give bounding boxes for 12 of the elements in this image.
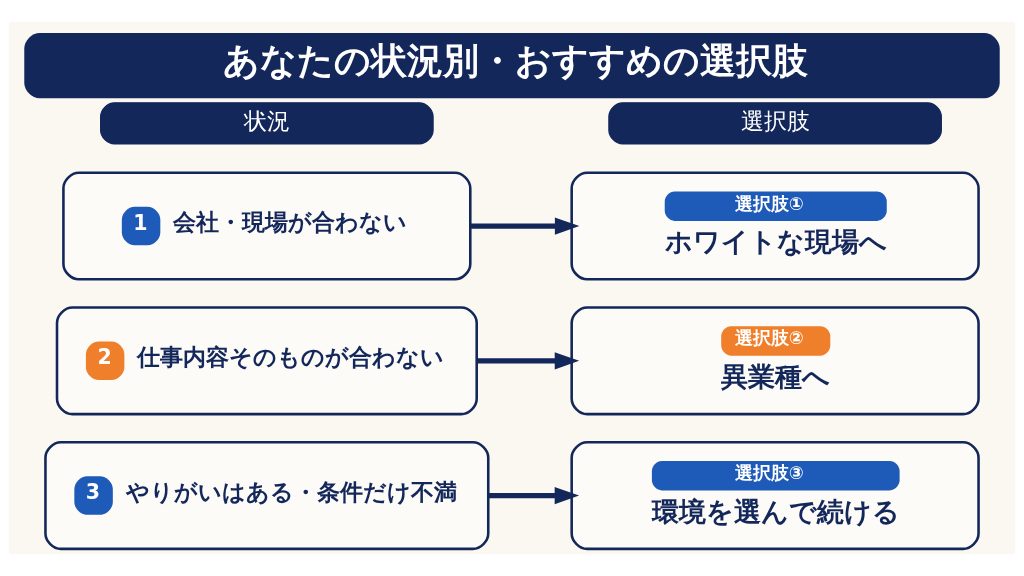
node-box: 1 会社・現場が合わない <box>62 171 472 281</box>
node-box: 2 仕事内容そのものが合わない <box>55 306 478 416</box>
node-box: 3 やりがいはある・条件だけ不満 <box>44 441 490 551</box>
diagram-title: あなたの状況別・おすすめの選択肢 <box>222 40 808 82</box>
arrow <box>470 217 580 235</box>
arrow <box>488 487 580 505</box>
node-box: 選択肢② 異業種へ <box>570 306 980 416</box>
arrow <box>476 352 580 370</box>
node-box: 選択肢 <box>608 102 942 145</box>
node-box: 状況 <box>100 102 434 145</box>
node-box: 選択肢① ホワイトな現場へ <box>570 171 980 281</box>
node-box: 選択肢③ 環境を選んで続ける <box>570 441 980 551</box>
